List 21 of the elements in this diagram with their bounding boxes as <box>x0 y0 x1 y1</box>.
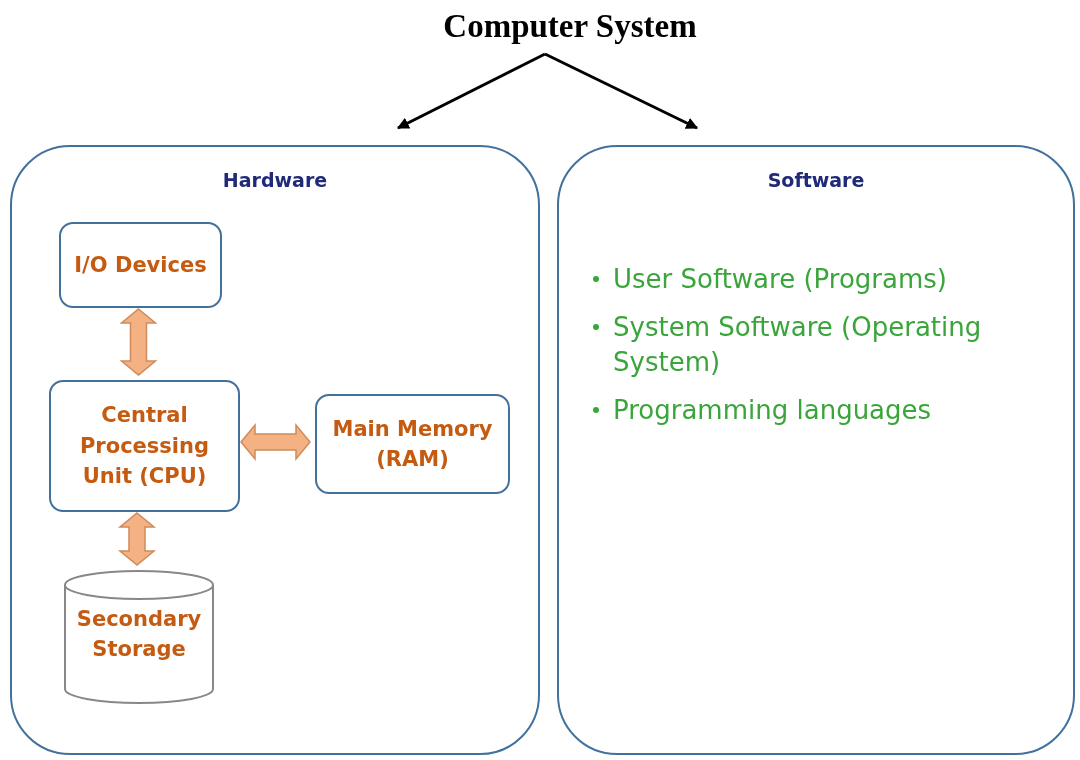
bullet-item: User Software (Programs) <box>613 263 947 296</box>
node-label: I/O Devices <box>74 251 207 279</box>
node-label: Main Memory (RAM) <box>331 415 494 473</box>
hardware-box <box>49 380 240 512</box>
hardware-box <box>59 222 222 308</box>
panel-heading: Software <box>766 169 866 191</box>
panel-heading: Hardware <box>221 169 329 191</box>
node-label: Secondary Storage <box>75 606 203 664</box>
arrow <box>396 52 546 130</box>
bullet-item: System Software (Operating System) <box>613 311 983 380</box>
double-block-arrow <box>117 512 157 566</box>
group-panel <box>10 145 540 755</box>
title-text: Computer System <box>400 8 740 50</box>
storage-cylinder <box>64 570 214 704</box>
double-block-arrow <box>119 308 158 376</box>
node-label: Central Processing Unit (CPU) <box>78 402 210 491</box>
double-block-arrow <box>240 422 311 462</box>
bullet-item: Programming languages <box>613 394 932 428</box>
group-panel <box>557 145 1075 755</box>
hardware-box <box>315 394 510 494</box>
arrow <box>544 52 699 130</box>
